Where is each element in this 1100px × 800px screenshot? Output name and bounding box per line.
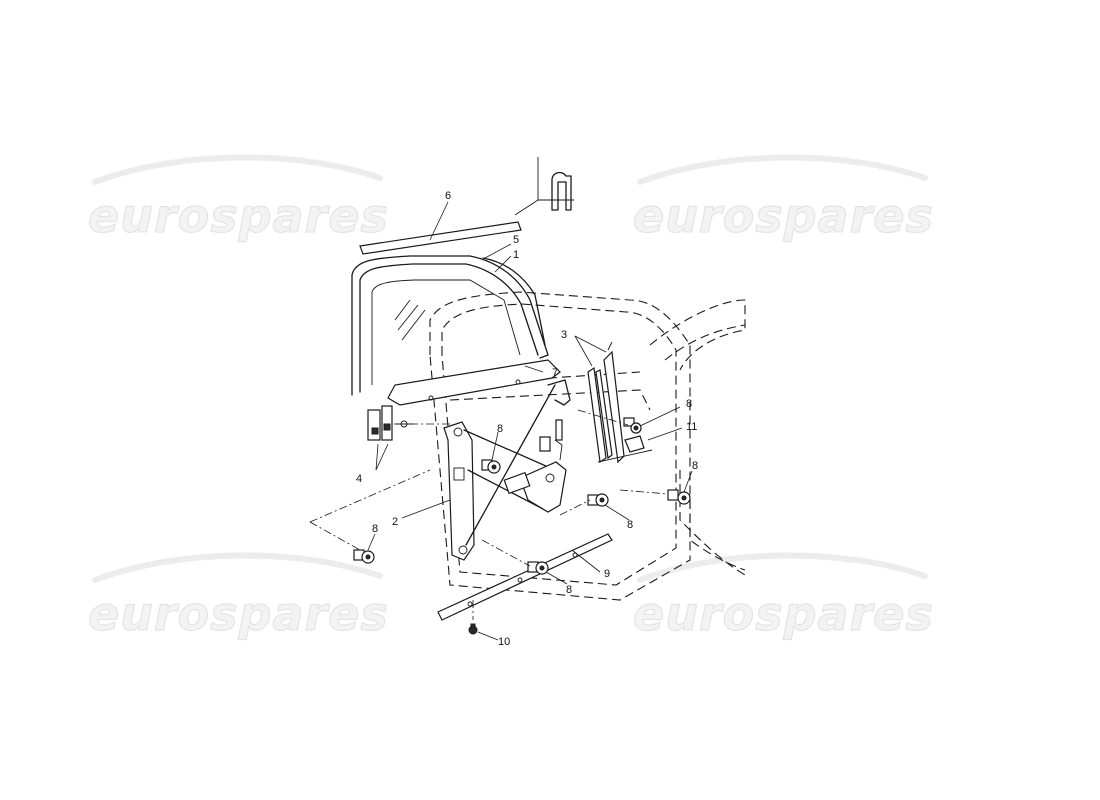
part-8-fasteners: [353, 417, 691, 575]
callout-11: 11: [686, 421, 697, 433]
callout-8: 8: [686, 398, 692, 410]
callout-8: 8: [372, 523, 378, 535]
leader-lines: [367, 201, 693, 641]
callout-8: 8: [627, 519, 633, 531]
assembly-guide-lines: [309, 409, 669, 567]
callout-8: 8: [566, 584, 572, 596]
watermark-top-right: eurospares: [632, 154, 934, 244]
part-3-rear-glass-channels: [587, 341, 625, 464]
watermark-swoosh: [637, 552, 928, 583]
callout-4: 4: [356, 473, 362, 485]
part-6-upper-seal-strip: [359, 221, 522, 255]
fastener-d: [353, 549, 375, 564]
watermark-swoosh: [92, 552, 383, 583]
part-10-screw: [468, 600, 478, 635]
fastener-a: [623, 417, 642, 434]
callout-6: 6: [445, 190, 451, 202]
watermark-text: eurospares: [88, 189, 389, 243]
callout-8: 8: [497, 423, 503, 435]
part-1-door-glass: [351, 255, 549, 396]
seal-profile-inset: [514, 157, 574, 216]
watermark-top-left: eurospares: [87, 154, 389, 244]
regulator-motor: [503, 419, 567, 513]
watermark-text: eurospares: [633, 189, 934, 243]
watermark-text: eurospares: [633, 587, 934, 641]
door-frame-outline: [429, 291, 746, 601]
part-7-glass-lower-channel: [387, 359, 561, 406]
callout-labels: 6 5 1 3 7 8 11 8 8 4 2 8 8 9 8 10: [356, 190, 698, 648]
callout-2: 2: [392, 516, 398, 528]
part-9-lower-rail: [437, 533, 613, 621]
watermark-text: eurospares: [88, 587, 389, 641]
callout-7: 7: [552, 367, 558, 379]
watermark-bottom-right: eurospares: [632, 552, 934, 642]
callout-3: 3: [561, 329, 567, 341]
callout-9: 9: [604, 568, 610, 580]
fastener-f: [527, 561, 549, 575]
watermark-bottom-left: eurospares: [87, 552, 389, 642]
callout-10: 10: [498, 636, 510, 648]
callout-1: 1: [513, 249, 519, 261]
watermark-swoosh: [92, 154, 383, 185]
fastener-b: [481, 459, 501, 474]
part-2-window-regulator: [443, 379, 571, 561]
fastener-e: [587, 493, 609, 507]
part-4-glass-brackets: [367, 405, 414, 441]
watermark-swoosh: [637, 154, 928, 185]
fastener-c: [667, 489, 691, 505]
callout-8: 8: [692, 460, 698, 472]
part-11-bracket: [597, 435, 653, 463]
callout-5: 5: [513, 234, 519, 246]
